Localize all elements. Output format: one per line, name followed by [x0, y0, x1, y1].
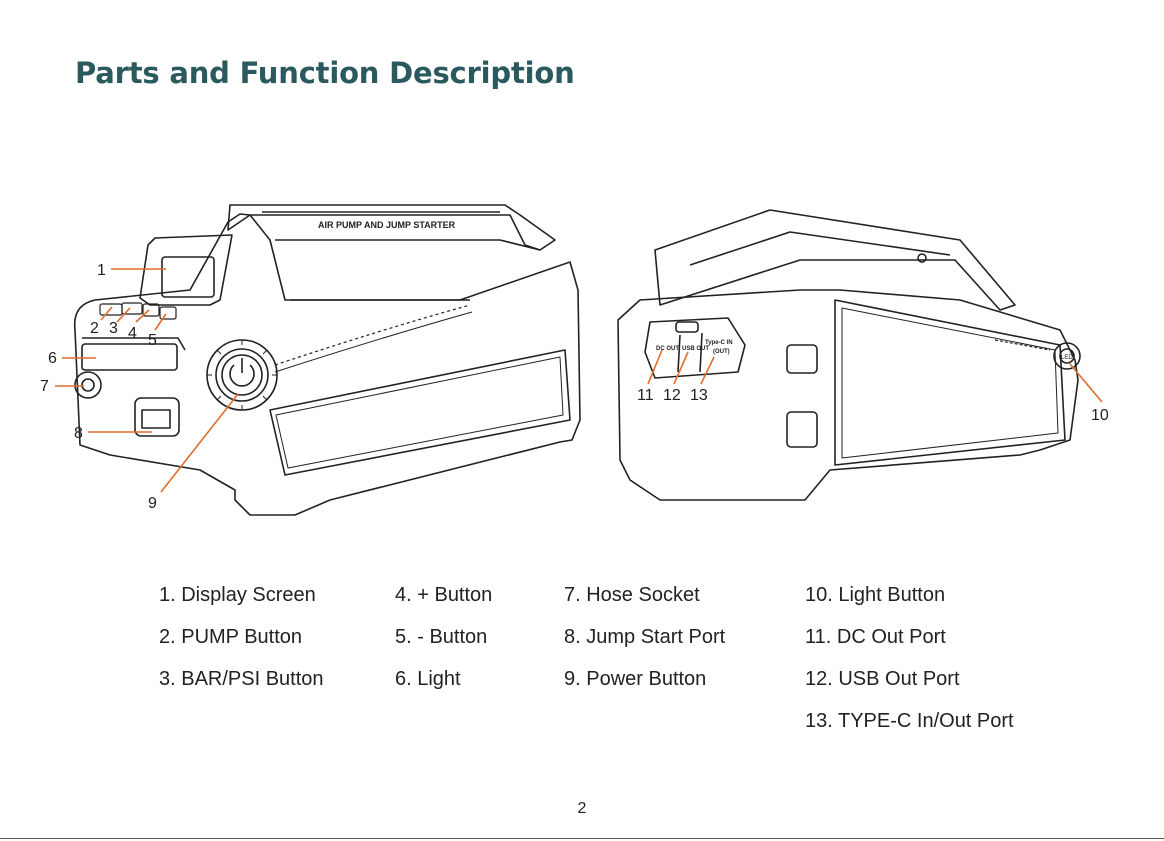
page-title: Parts and Function Description [75, 56, 575, 90]
parts-column-1: 1. Display Screen 2. PUMP Button 3. BAR/… [159, 574, 324, 700]
typec-label: Type-C IN [705, 340, 733, 346]
callout-13: 13 [690, 387, 708, 404]
product-diagram: AIR PUMP AND JUMP STARTER DC OUT USB OUT… [40, 204, 1109, 516]
part-item: 6. Light [395, 668, 461, 690]
callout-line-5 [154, 313, 167, 331]
bottom-divider [0, 838, 1164, 839]
part-item: 1. Display Screen [159, 584, 316, 606]
part-item: 7. Hose Socket [564, 584, 700, 606]
dc-out-label: DC OUT [656, 346, 679, 352]
callout-12: 12 [663, 387, 681, 404]
page-number: 2 [577, 800, 587, 817]
part-item: 11. DC Out Port [805, 626, 946, 648]
callout-3: 3 [109, 320, 118, 337]
right-device-illustration: DC OUT USB OUT Type-C IN (OUT) LED [617, 209, 1081, 501]
callout-4: 4 [128, 325, 137, 342]
part-item: 13. TYPE-C In/Out Port [805, 710, 1014, 732]
callout-2: 2 [90, 320, 99, 337]
parts-column-4: 10. Light Button 11. DC Out Port 12. USB… [805, 574, 1014, 742]
callout-line-10 [1069, 363, 1103, 403]
callout-8: 8 [74, 425, 83, 442]
part-item: 8. Jump Start Port [564, 626, 726, 648]
part-item: 9. Power Button [564, 668, 707, 690]
callout-11: 11 [637, 387, 654, 404]
device-label: AIR PUMP AND JUMP STARTER [318, 220, 456, 230]
parts-column-3: 7. Hose Socket 8. Jump Start Port 9. Pow… [564, 574, 725, 700]
part-item: 10. Light Button [805, 584, 946, 606]
parts-list: 1. Display Screen 2. PUMP Button 3. BAR/… [0, 574, 1164, 744]
callout-5: 5 [148, 332, 157, 349]
part-item: 3. BAR/PSI Button [159, 668, 324, 690]
led-label: LED [1061, 355, 1073, 361]
usb-out-label: USB OUT [682, 346, 709, 352]
part-item: 4. + Button [395, 584, 493, 606]
callout-line-3 [116, 307, 131, 323]
typec-sublabel: (OUT) [713, 349, 730, 355]
callout-line-11 [647, 349, 663, 385]
callout-line-2 [100, 306, 113, 321]
callout-7: 7 [40, 378, 49, 395]
callout-line-12 [673, 351, 689, 385]
callout-line-4 [135, 309, 150, 323]
left-device-illustration: AIR PUMP AND JUMP STARTER [73, 204, 581, 516]
callout-10: 10 [1091, 407, 1109, 424]
part-item: 5. - Button [395, 626, 488, 648]
callout-6: 6 [48, 350, 57, 367]
part-item: 12. USB Out Port [805, 668, 960, 690]
callout-line-9 [160, 393, 239, 493]
part-item: 2. PUMP Button [159, 626, 303, 648]
parts-column-2: 4. + Button 5. - Button 6. Light [395, 574, 492, 700]
callout-line-13 [700, 356, 715, 385]
callout-1: 1 [97, 262, 106, 279]
callout-9: 9 [148, 495, 157, 512]
